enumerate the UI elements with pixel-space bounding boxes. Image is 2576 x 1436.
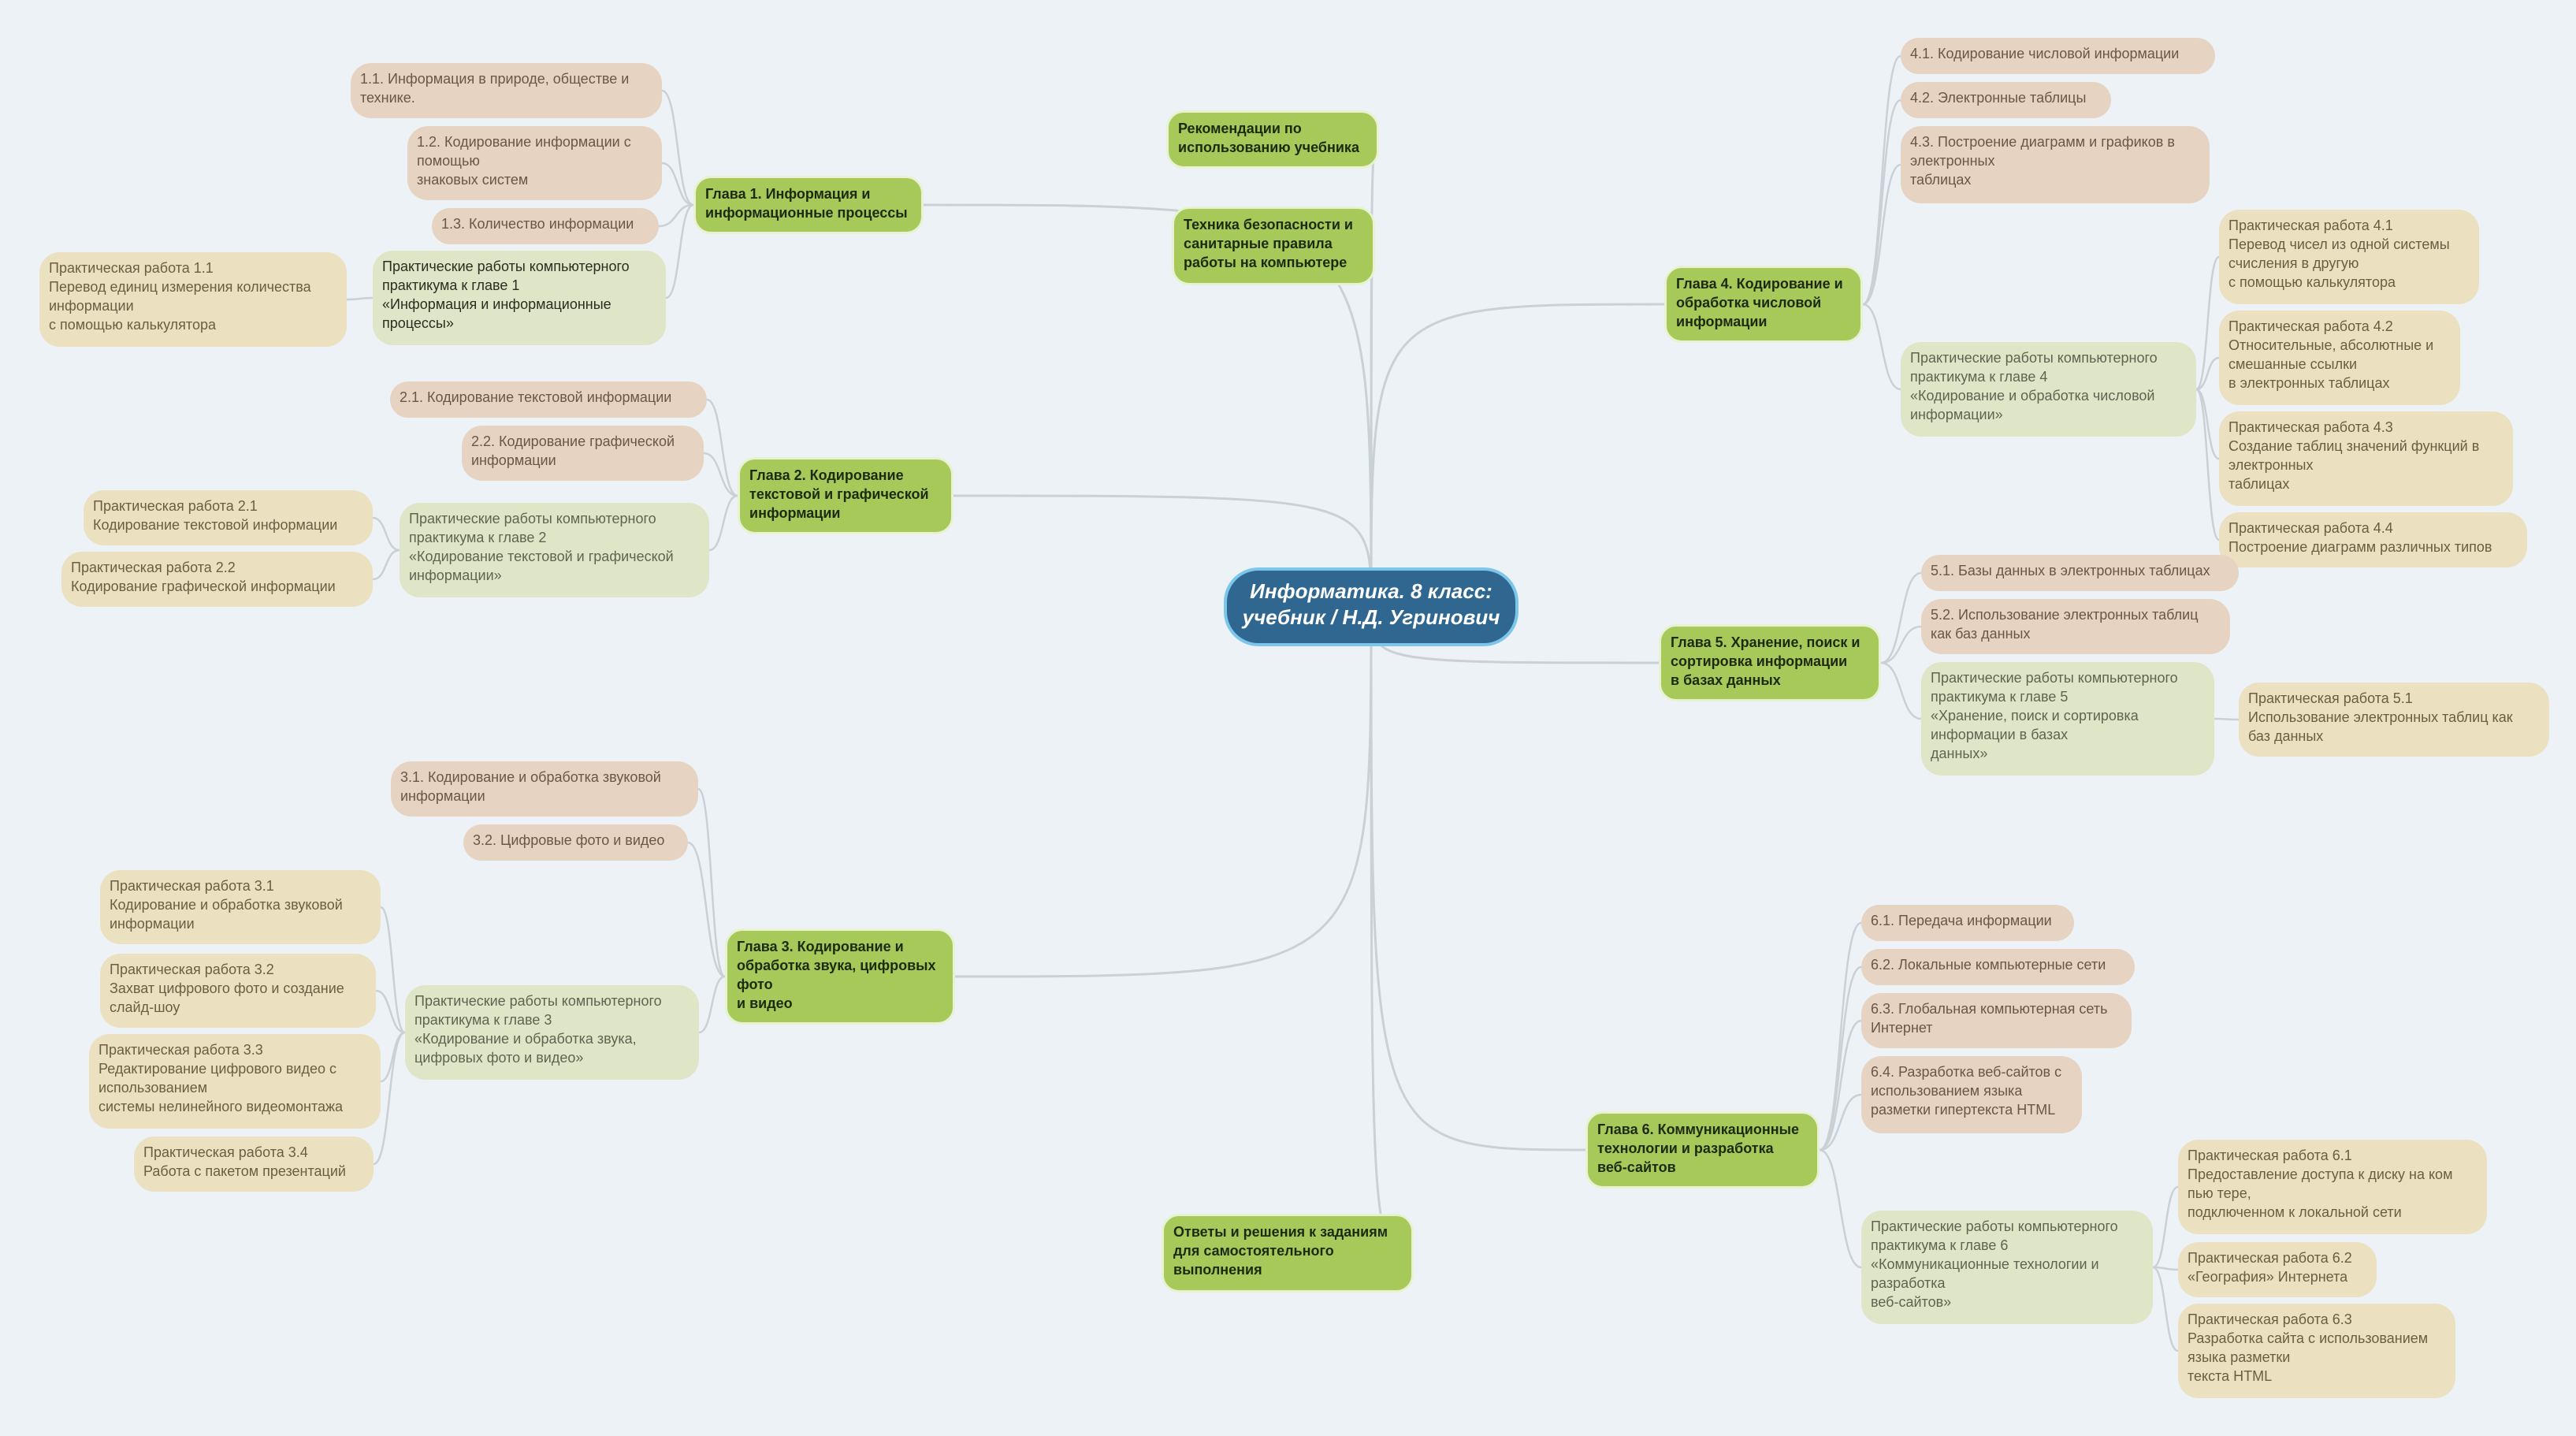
link-ch6-w3	[2152, 1266, 2179, 1352]
chapter-3-topic[interactable]: Глава 3. Кодирование и обработка звука, …	[725, 928, 955, 1025]
chapter-5-practicum[interactable]: Практические работы компьютерного практи…	[1921, 662, 2214, 776]
link-ch6-w1	[2152, 1185, 2179, 1269]
link-ch5-t1	[1880, 571, 1922, 664]
link-ch6-t3	[1819, 1019, 1862, 1151]
chapter-2-section-2[interactable]: 2.2. Кодирование графической информации	[462, 426, 704, 481]
chapter-1-section-3[interactable]: 1.3. Количество информации	[432, 208, 659, 244]
link-ch1-w1	[346, 296, 374, 301]
practical-work-6-3[interactable]: Практическая работа 6.3 Разработка сайта…	[2178, 1304, 2455, 1398]
chapter-6-section-2[interactable]: 6.2. Локальные компьютерные сети	[1861, 949, 2135, 985]
link-ch6-w2	[2152, 1266, 2179, 1271]
link-ch4-prac	[1862, 303, 1901, 391]
link-center-ch4	[1370, 303, 1665, 608]
practical-work-6-1[interactable]: Практическая работа 6.1 Предоставление д…	[2178, 1140, 2487, 1234]
link-ch2-t2	[703, 452, 738, 497]
chapter-1-practicum[interactable]: Практические работы компьютерного практи…	[373, 251, 666, 345]
chapter-6-topic[interactable]: Глава 6. Коммуникационные технологии и р…	[1585, 1111, 1820, 1189]
chapter-1-section-1[interactable]: 1.1. Информация в природе, обществе и те…	[351, 63, 662, 118]
link-ch6-prac	[1819, 1148, 1862, 1269]
chapter-1-section-2[interactable]: 1.2. Кодирование информации с помощью зн…	[407, 126, 662, 200]
link-ch4-w2	[2195, 356, 2220, 391]
link-ch4-w1	[2195, 255, 2220, 391]
chapter-2-section-1[interactable]: 2.1. Кодирование текстовой информации	[390, 381, 707, 418]
link-ch4-t3	[1862, 163, 1901, 306]
link-ch3-w4	[373, 1031, 406, 1166]
link-ch5-t2	[1880, 625, 1922, 664]
practical-work-6-2[interactable]: Практическая работа 6.2 «География» Инте…	[2178, 1242, 2377, 1297]
link-ch1-t2	[661, 162, 694, 206]
practical-work-4-3[interactable]: Практическая работа 4.3 Создание таблиц …	[2219, 411, 2513, 506]
safety-rules-topic[interactable]: Техника безопасности и санитарные правил…	[1172, 206, 1375, 285]
chapter-4-section-2[interactable]: 4.2. Электронные таблицы	[1901, 82, 2111, 118]
link-ch1-prac	[665, 203, 694, 299]
link-ch3-t1	[697, 787, 727, 978]
chapter-2-topic[interactable]: Глава 2. Кодирование текстовой и графиче…	[738, 457, 953, 534]
link-ch3-w1	[380, 906, 406, 1034]
recommendations-topic[interactable]: Рекомендации по использованию учебника	[1166, 110, 1379, 169]
link-ch4-w4	[2195, 388, 2221, 541]
chapter-6-practicum[interactable]: Практические работы компьютерного практи…	[1861, 1211, 2153, 1324]
chapter-3-section-2[interactable]: 3.2. Цифровые фото и видео	[463, 824, 688, 861]
practical-work-4-1[interactable]: Практическая работа 4.1 Перевод чисел из…	[2219, 210, 2479, 304]
chapter-4-practicum[interactable]: Практические работы компьютерного практи…	[1901, 342, 2196, 437]
link-ch6-t2	[1819, 965, 1862, 1151]
link-center-ch3	[954, 606, 1373, 978]
link-ch2-t1	[706, 398, 738, 497]
link-ch4-w3	[2195, 388, 2220, 460]
link-center-answers	[1370, 606, 1414, 1255]
practical-work-3-4[interactable]: Практическая работа 3.4 Работа с пакетом…	[134, 1137, 374, 1192]
chapter-5-topic[interactable]: Глава 5. Хранение, поиск и сортировка ин…	[1659, 624, 1881, 701]
link-ch5-prac	[1880, 661, 1922, 720]
link-ch5-w1	[2214, 717, 2240, 721]
practical-work-5-1[interactable]: Практическая работа 5.1 Использование эл…	[2239, 683, 2549, 757]
chapter-2-practicum[interactable]: Практические работы компьютерного практи…	[400, 503, 709, 597]
practical-work-4-4[interactable]: Практическая работа 4.4 Построение диагр…	[2219, 512, 2527, 567]
chapter-4-topic[interactable]: Глава 4. Кодирование и обработка числово…	[1664, 266, 1863, 343]
link-ch4-t2	[1862, 99, 1901, 306]
chapter-4-section-1[interactable]: 4.1. Кодирование числовой информации	[1901, 38, 2215, 74]
link-center-ch2	[953, 494, 1373, 608]
link-ch6-t4	[1819, 1093, 1862, 1151]
chapter-6-section-3[interactable]: 6.3. Глобальная компьютерная сеть Интерн…	[1861, 993, 2132, 1048]
link-ch3-t2	[687, 841, 726, 978]
chapter-6-section-4[interactable]: 6.4. Разработка веб-сайтов с использован…	[1861, 1056, 2082, 1133]
practical-work-2-2[interactable]: Практическая работа 2.2 Кодирование граф…	[61, 552, 373, 607]
practical-work-2-1[interactable]: Практическая работа 2.1 Кодирование текс…	[84, 490, 373, 545]
chapter-3-practicum[interactable]: Практические работы компьютерного практи…	[405, 985, 699, 1080]
chapter-3-section-1[interactable]: 3.1. Кодирование и обработка звуковой ин…	[391, 761, 698, 817]
link-ch2-w1	[372, 516, 400, 552]
practical-work-3-3[interactable]: Практическая работа 3.3 Редактирование ц…	[89, 1034, 381, 1129]
chapter-5-section-1[interactable]: 5.1. Базы данных в электронных таблицах	[1921, 555, 2239, 591]
practical-work-1-1[interactable]: Практическая работа 1.1 Перевод единиц и…	[39, 252, 347, 347]
link-ch6-t1	[1819, 921, 1862, 1151]
practical-work-3-2[interactable]: Практическая работа 3.2 Захват цифрового…	[100, 954, 376, 1028]
link-center-ch6	[1370, 606, 1586, 1151]
chapter-4-section-3[interactable]: 4.3. Построение диаграмм и графиков в эл…	[1901, 126, 2210, 203]
link-ch2-w2	[372, 549, 400, 581]
central-topic[interactable]: Информатика. 8 класс: учебник / Н.Д. Угр…	[1224, 567, 1518, 646]
link-ch3-prac	[698, 975, 726, 1034]
chapter-1-topic[interactable]: Глава 1. Информация и информационные про…	[693, 176, 924, 234]
link-ch1-t1	[661, 89, 694, 206]
chapter-6-section-1[interactable]: 6.1. Передача информации	[1861, 905, 2074, 941]
answers-topic[interactable]: Ответы и решения к заданиям для самостоя…	[1162, 1214, 1414, 1293]
practical-work-4-2[interactable]: Практическая работа 4.2 Относительные, а…	[2219, 311, 2460, 405]
chapter-5-section-2[interactable]: 5.2. Использование электронных таблиц ка…	[1921, 599, 2230, 654]
practical-work-3-1[interactable]: Практическая работа 3.1 Кодирование и об…	[100, 870, 381, 944]
link-ch2-prac	[708, 494, 738, 552]
link-ch1-t3	[658, 203, 694, 228]
link-ch4-t1	[1862, 54, 1901, 306]
link-ch3-w2	[375, 989, 406, 1034]
